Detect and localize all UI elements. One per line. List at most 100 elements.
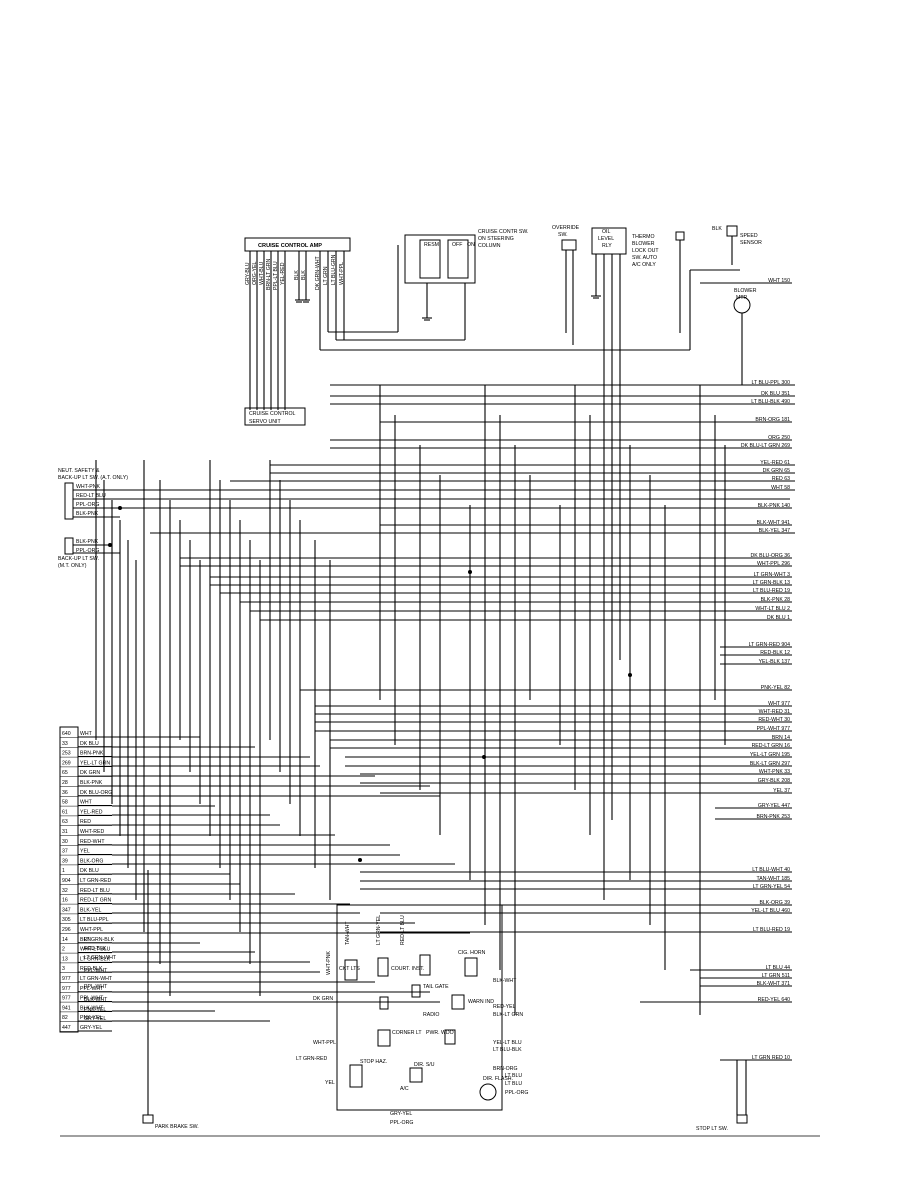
override-switch: OVERRIDE SW. (552, 225, 580, 345)
inner-label: PPL-WHT (84, 984, 108, 990)
blower-label-2: MTR (736, 295, 747, 301)
right-wire-label: GRY-BLK 208 (758, 778, 790, 784)
servo-label-2: SERVO UNIT (249, 419, 281, 425)
speed-sensor-label-2: SENSOR (740, 240, 762, 246)
right-wire-label: WHT 977 (768, 701, 790, 707)
splice-dot (482, 755, 486, 759)
cruise-sw-label-2: ON STEERING (478, 236, 514, 242)
inner-label: DK GRN (313, 996, 333, 1002)
connector-wire-label: WHT-RED (80, 829, 104, 835)
right-wire-label: RED-YEL 640 (758, 997, 791, 1003)
backup-label-1: BACK-UP LT SW. (58, 556, 99, 562)
on-label: ON (467, 242, 475, 248)
connector-pin-number: 16 (62, 898, 68, 904)
blower-label-1: BLOWER (734, 288, 757, 294)
right-wire-label: LT GRN-RED 904 (749, 642, 790, 648)
cruise-control-amp: CRUISE CONTROL AMP (244, 237, 351, 252)
amp-wire-label: DK GRN-WHT (315, 255, 321, 290)
oil-label-2: LEVEL (598, 236, 614, 242)
splice-dot (358, 858, 362, 862)
neut-label-1: NEUT. SAFETY & (58, 468, 100, 474)
right-wire-label: LT BLU-BLK 490 (751, 399, 790, 405)
inner-label: PPL-WHT (84, 968, 108, 974)
connector-pin-number: 640 (62, 731, 71, 737)
right-wire-label: ORG 250 (768, 435, 790, 441)
off-label: OFF (452, 242, 462, 248)
right-wire-label: YEL-LT BLU 460 (751, 908, 790, 914)
connector-wire-label: LT BLU-PPL (80, 917, 109, 923)
inner-labels: BLK-WHT RED-YEL BLK-LT GRN YEL-LT BLU LT… (84, 915, 528, 1126)
inner-label: BRN-ORG (493, 1066, 518, 1072)
inner-label: LT GRN-YEL (376, 915, 382, 945)
connector-wire-label: WHT (80, 800, 93, 806)
connector-pin-number: 30 (62, 839, 68, 845)
inner-label: LT BLU-BLK (493, 1047, 522, 1053)
right-wire-label: DK BLU-ORG 36 (751, 553, 791, 559)
right-wire-label: WHT 150 (768, 278, 790, 284)
backup-wire: BLK-PNK (76, 539, 99, 545)
connector-wire-label: LT GRN-WHT (80, 976, 113, 982)
inner-label: PPL-ORG (390, 1120, 413, 1126)
thermo-label-3: LOCK OUT (632, 248, 659, 254)
inner-label: PNK-YEL (84, 1007, 106, 1013)
amp-wire-label: BLK (301, 270, 307, 280)
comp-ac: A/C (400, 1086, 409, 1092)
connector-wire-label: BRN-PNK (80, 751, 104, 757)
right-wire-label: GRY-YEL 447 (758, 803, 790, 809)
connector-wire-label: LT GRN-BLK (80, 956, 111, 962)
connector-pin-number: 305 (62, 917, 71, 923)
connector-pin-number: 2 (62, 947, 65, 953)
connector-wire-label: RED-LT BLU (80, 888, 110, 894)
right-wire-label: BLK-YEL 347 (759, 528, 790, 534)
override-label-2: SW. (558, 232, 568, 238)
inner-label: GRY-YEL (390, 1111, 412, 1117)
amp-output-wires (249, 251, 690, 410)
right-wire-label: WHT-RED 31 (759, 709, 791, 715)
connector-pin-number: 941 (62, 1005, 71, 1011)
park-brake-switch: PARK BRAKE SW. (142, 870, 199, 1130)
right-wire-label: LT BLU-RED 19 (753, 588, 790, 594)
connector-pin-number: 39 (62, 858, 68, 864)
amp-wire-label: WHT-BLU (259, 261, 265, 285)
splice-dot (468, 570, 472, 574)
connector-wire-label: YEL-RED (80, 809, 103, 815)
connector-pin-number: 37 (62, 849, 68, 855)
override-label-1: OVERRIDE (552, 225, 580, 231)
inner-label: LT GRN-BLK (84, 937, 115, 943)
connector-wire-label: WHT (80, 731, 93, 737)
right-wire-label: RED-WHT 30 (758, 717, 790, 723)
connector-pin-number: 347 (62, 907, 71, 913)
right-wire-label: BLK-WHT 941 (757, 520, 790, 526)
connector-wire-label: YEL-LT GRN (80, 760, 110, 766)
connector-pin-number: 36 (62, 790, 68, 796)
amp-wire-label: LT BLU-GRN (331, 254, 337, 285)
amp-wire-label: PPL-LT BLU (273, 261, 279, 290)
right-wire-label: DK BLU 351 (761, 391, 790, 397)
connector-pin-number: 63 (62, 819, 68, 825)
right-wire-label: PNK-YEL 82 (761, 685, 790, 691)
speed-sensor: BLK SPEED SENSOR (690, 225, 762, 271)
right-wire-label: LT BLU 44 (766, 965, 790, 971)
right-wire-label: TAN-WHT 185 (756, 876, 790, 882)
connector-pin-number: 13 (62, 956, 68, 962)
connector-wire-label: BLK-ORG (80, 858, 103, 864)
amp-wire-label: BLK (294, 270, 300, 280)
inner-label: RED-YEL (493, 1004, 516, 1010)
amp-vertical-labels: GRY-BLU ORG-YEL WHT-BLU BRN-LT GRN PPL-L… (245, 254, 345, 290)
inner-label: TAN-WHT (345, 921, 351, 945)
connector-wire-label: BLK-YEL (80, 907, 101, 913)
right-wire-label: BRN 14 (772, 735, 790, 741)
inner-label: LT GRN-RED (296, 1056, 327, 1062)
connector-wire-label: RED-WHT (80, 839, 105, 845)
connector-wire-label: PPL-WHT (80, 996, 104, 1002)
connector-wire-label: BLK-PNK (80, 780, 103, 786)
cruise-sw-label-3: COLUMN (478, 243, 501, 249)
right-wire-label: LT GRN RED 10 (752, 1055, 790, 1061)
connector-pin-number: 904 (62, 878, 71, 884)
connector-pin-number: 31 (62, 829, 68, 835)
comp-warn-ind: WARN IND (468, 999, 494, 1005)
inner-label: PPL-ORG (505, 1090, 528, 1096)
connector-pin-number: 296 (62, 927, 71, 933)
